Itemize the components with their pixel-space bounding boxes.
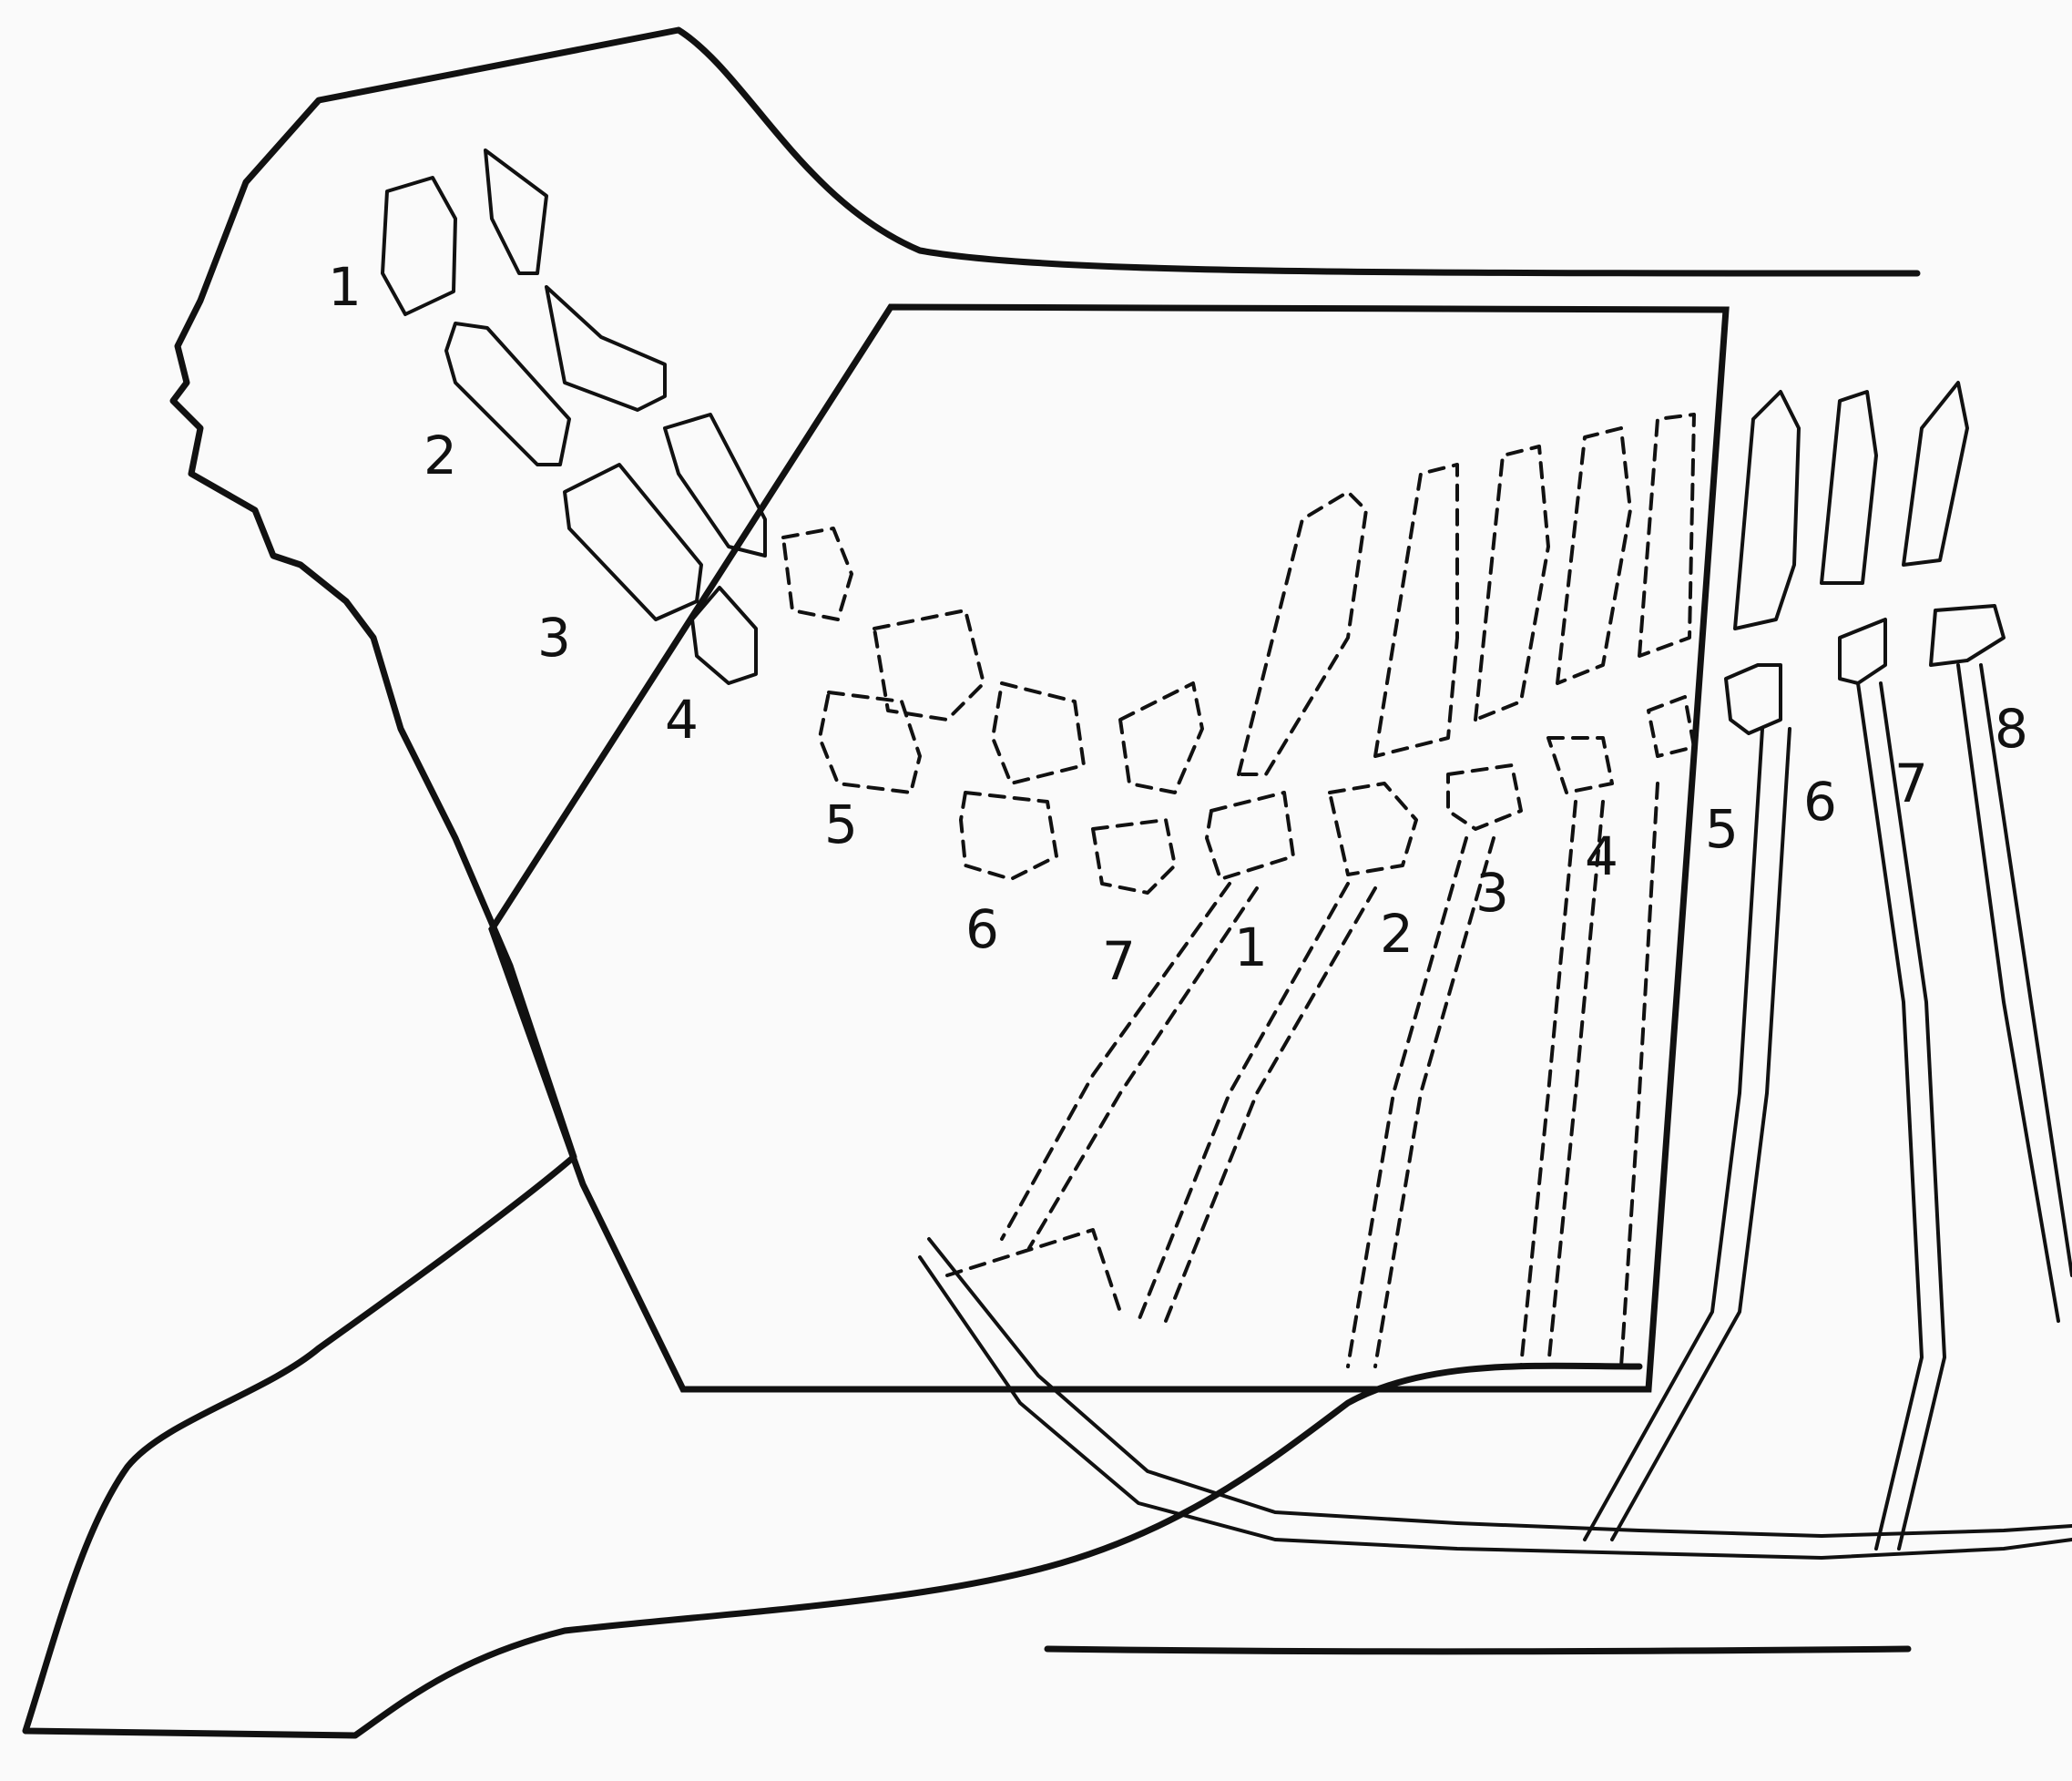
label-mid-1: 1 xyxy=(1234,916,1268,978)
label-scapular-3: 3 xyxy=(537,607,571,669)
label-right-7: 7 xyxy=(1894,752,1928,814)
label-left-5: 5 xyxy=(824,793,858,855)
ground-line xyxy=(1047,1649,1908,1652)
label-right-6: 6 xyxy=(1803,771,1837,833)
label-mid-4: 4 xyxy=(1585,825,1618,887)
label-left-6: 6 xyxy=(965,898,999,960)
label-left-7: 7 xyxy=(1102,930,1136,992)
label-scapular-1: 1 xyxy=(328,256,362,318)
label-mid-3: 3 xyxy=(1475,862,1509,924)
label-right-8: 8 xyxy=(1995,698,2028,760)
label-right-5: 5 xyxy=(1705,798,1739,860)
label-mid-2: 2 xyxy=(1380,903,1414,965)
label-scapular-2: 2 xyxy=(424,425,457,486)
label-scapular-4: 4 xyxy=(665,689,699,751)
